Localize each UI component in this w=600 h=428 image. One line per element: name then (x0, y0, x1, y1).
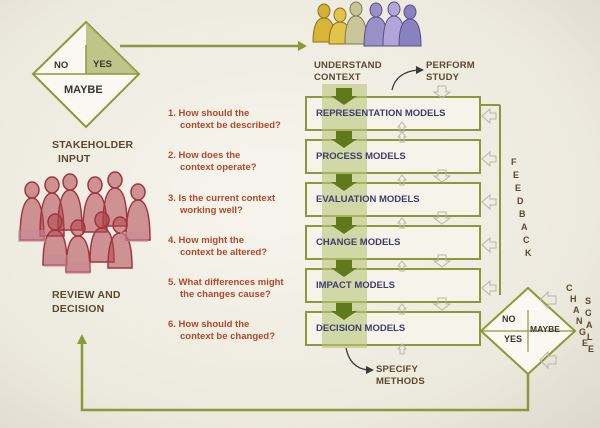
stakeholder-crowd-top (312, 1, 422, 47)
stakeholder-input-label: STAKEHOLDER INPUT (52, 139, 134, 165)
model-change: CHANGE MODELS (316, 237, 401, 248)
right-decision-diamond (479, 286, 577, 376)
loop-back-line (80, 342, 530, 412)
right-diamond-yes-label: YES (504, 334, 523, 344)
top-diamond-no-label: NO (54, 60, 69, 71)
top-decision-diamond (31, 20, 141, 129)
model-process: PROCESS MODELS (316, 151, 406, 162)
model-representation: REPRESENTATION MODELS (316, 108, 446, 119)
feedback-arrows (481, 107, 497, 297)
model-evaluation: EVALUATION MODELS (316, 194, 420, 205)
specify-methods-label: SPECIFY METHODS (376, 364, 425, 387)
crowd-shadow (18, 230, 148, 274)
specify-methods-arrow (345, 347, 369, 371)
model-impact: IMPACT MODELS (316, 280, 395, 291)
outline-arrows (396, 85, 452, 355)
review-decision-label: REVIEW AND DECISION (52, 289, 121, 315)
perform-study-label: PERFORM STUDY (426, 60, 475, 83)
top-diamond-maybe-label: MAYBE (64, 84, 103, 96)
model-decision: DECISION MODELS (316, 323, 406, 334)
top-diamond-yes-label: YES (93, 59, 113, 70)
change-scale-arrows (539, 290, 557, 370)
right-diamond-maybe-label: MAYBE (530, 324, 560, 334)
perform-study-arrow (391, 69, 419, 91)
down-arrows (331, 88, 357, 320)
right-diamond-no-label: NO (502, 314, 516, 324)
model-boxes (305, 96, 481, 346)
stakeholder-crowd-left (19, 171, 151, 273)
understand-context-label: UNDERSTAND CONTEXT (314, 60, 382, 83)
